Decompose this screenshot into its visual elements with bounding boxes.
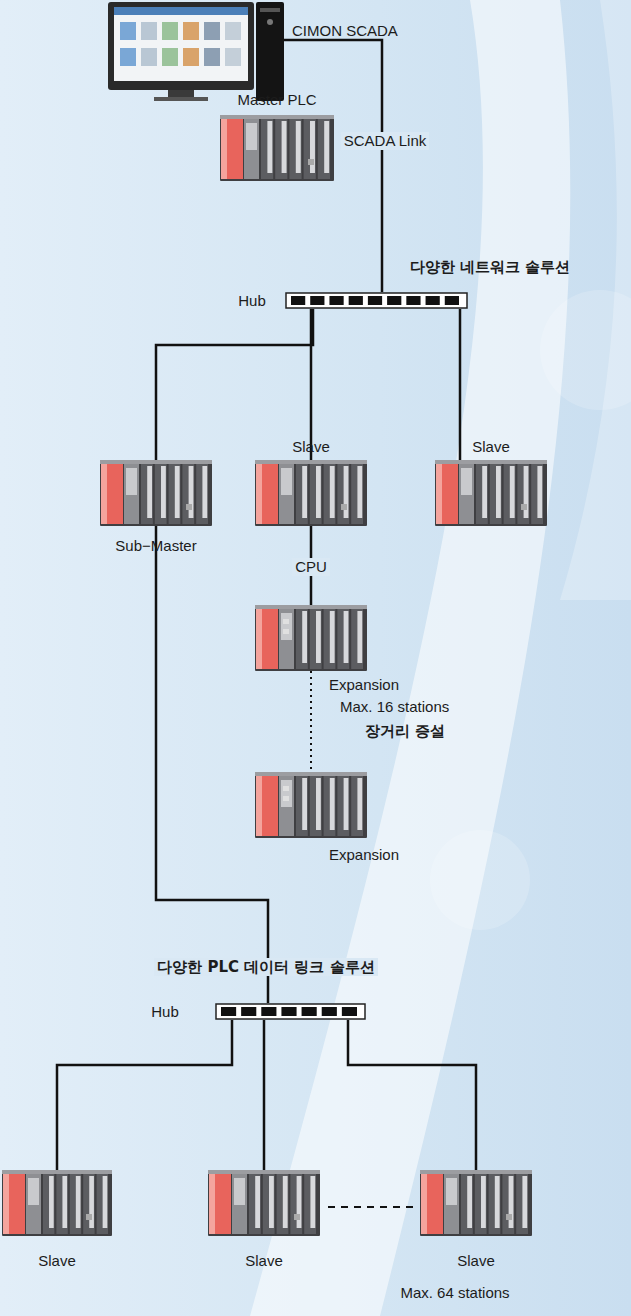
plc-node: Slave (420, 1170, 532, 1236)
note-label: 다양한 PLC 데이터 링크 솔루션 (154, 958, 377, 976)
network-cable (263, 1020, 266, 1170)
plc-rack (255, 605, 367, 671)
network-cable (57, 1020, 232, 1170)
bubble (540, 290, 631, 410)
node-label: Sub−Master (115, 537, 196, 555)
node-shape (255, 460, 367, 526)
network-cable (310, 309, 313, 460)
network-hub (216, 1004, 365, 1019)
plc-node: Expansion (255, 605, 367, 671)
hub-node: Hub (285, 292, 468, 309)
node-label: CPU (292, 558, 330, 576)
network-cable (310, 671, 312, 772)
plc-rack (255, 460, 367, 526)
plc-rack (220, 115, 334, 181)
node-shape (100, 460, 212, 526)
bubble (430, 830, 530, 930)
note-label: Max. 16 stations (340, 698, 449, 716)
node-label: Slave (38, 1252, 76, 1270)
node-label: Expansion (329, 846, 399, 864)
network-hub (286, 293, 467, 308)
plc-node: Sub−Master (100, 460, 212, 526)
node-shape (108, 2, 284, 102)
node-shape (420, 1170, 532, 1236)
link-label: SCADA Link (341, 132, 430, 150)
plc-node: Expansion (255, 772, 367, 838)
plc-rack (100, 460, 212, 526)
plc-rack (435, 460, 547, 526)
node-shape (255, 605, 367, 671)
scada-computer (108, 2, 284, 101)
swoosh-band (250, 0, 570, 1316)
plc-node: Slave (435, 460, 547, 526)
network-cable (156, 309, 313, 460)
scada-node: CIMON SCADA (108, 2, 284, 102)
node-label: Slave (245, 1252, 283, 1270)
plc-rack (255, 772, 367, 838)
plc-node: SlaveCPU (255, 460, 367, 526)
node-label: Hub (238, 292, 266, 310)
plc-node: Slave (2, 1170, 112, 1236)
node-shape (435, 460, 547, 526)
node-label: Slave (457, 1252, 495, 1270)
node-label: CIMON SCADA (292, 22, 398, 40)
plc-node: Master PLC (220, 115, 334, 181)
plc-node: Slave (208, 1170, 320, 1236)
node-shape (285, 292, 468, 309)
more-stations-dash (328, 1206, 418, 1208)
node-shape (215, 1003, 366, 1020)
node-label: Slave (292, 438, 330, 456)
hub-node: Hub (215, 1003, 366, 1020)
node-shape (220, 115, 334, 181)
node-shape (208, 1170, 320, 1236)
network-cable (348, 1020, 476, 1170)
plc-rack (2, 1170, 112, 1236)
node-label: Hub (151, 1003, 179, 1021)
note-label: 장거리 증설 (365, 722, 445, 740)
node-label: Master PLC (237, 91, 316, 109)
note-label: Max. 64 stations (400, 1284, 509, 1302)
node-label: Expansion (329, 676, 399, 694)
node-shape (255, 772, 367, 838)
network-cable (156, 526, 268, 1003)
node-shape (2, 1170, 112, 1236)
network-cable (459, 309, 462, 460)
plc-rack (208, 1170, 320, 1236)
plc-rack (420, 1170, 532, 1236)
node-label: Slave (472, 438, 510, 456)
note-label: 다양한 네트워크 솔루션 (410, 258, 570, 276)
